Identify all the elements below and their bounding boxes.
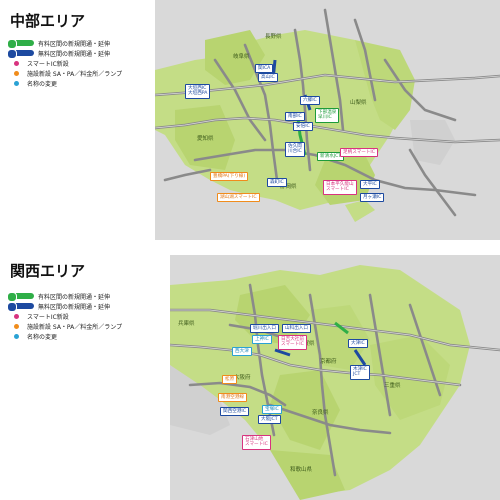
ic-label: 六郷IC [300, 96, 320, 106]
ic-label: 佐久間 川合IC [285, 142, 305, 157]
pref-osaka: 大阪府 [234, 375, 251, 381]
pref-shizuoka: 静岡県 [280, 184, 297, 190]
legend-row-facility: 施設新設 SA・PA／料金所／ランプ [8, 321, 146, 331]
legend-row-rename: 名称の変更 [8, 78, 146, 88]
legend-label: 施設新設 SA・PA／料金所／ランプ [27, 323, 123, 331]
legend-label: スマートIC新設 [27, 60, 69, 68]
legend-row-smart-ic: スマートIC新設 [8, 311, 146, 321]
legend-label: 有料区間の新規開通・延伸 [38, 293, 111, 301]
ic-label: 大平IC [360, 180, 380, 190]
ic-label: 南港空港線 [218, 393, 247, 403]
legend-label: スマートIC新設 [27, 313, 69, 321]
orange-dot-icon [14, 323, 19, 329]
pink-dot-icon [14, 313, 19, 319]
ic-label: 月ヶ瀬IC [360, 193, 385, 203]
pref-yamanashi: 山梨県 [350, 100, 367, 106]
pref-nagano: 長野県 [265, 34, 282, 40]
pref-aichi: 愛知県 [197, 136, 214, 142]
ic-label: 大津IC [348, 339, 368, 349]
kansai-map-svg [170, 255, 500, 500]
ic-label: 宝塚IC [262, 405, 282, 415]
ic-label: 石津山地 スマートIC [242, 435, 271, 450]
pref-hyogo: 兵庫県 [178, 321, 195, 327]
chubu-map: 長野県 岐阜県 山梨県 愛知県 静岡県 大垣西IC 大垣西PA 関ICA 高山I… [155, 0, 500, 240]
ic-label: 関西空港IC [220, 407, 249, 417]
green-line-icon [7, 39, 34, 49]
ic-label: 大阪JCT [258, 415, 281, 425]
chubu-legend: 有料区間の新規開通・延伸 無料区間の新規開通・延伸 スマートIC新設 施設新設 … [7, 38, 146, 88]
green-line-icon [7, 292, 34, 302]
legend-row-rename: 名称の変更 [8, 331, 146, 341]
blue-line-icon [7, 302, 34, 312]
ic-label: 湖山湖スマートIC [217, 193, 260, 203]
pref-gifu: 岐阜県 [233, 54, 250, 60]
chubu-map-svg [155, 0, 500, 240]
legend-row-facility: 施設新設 SA・PA／料金所／ランプ [8, 68, 146, 78]
ic-label: 安倍IC [293, 122, 313, 132]
chubu-title: 中部エリア [10, 12, 86, 30]
blue-line-icon [7, 49, 34, 59]
legend-label: 有料区間の新規開通・延伸 [38, 40, 111, 48]
legend-label: 施設新設 SA・PA／料金所／ランプ [27, 70, 123, 78]
ic-label: 豊橋PA(下り線) [210, 172, 249, 182]
ic-label: 山科出入口 [282, 324, 311, 334]
ic-label: 高山IC [258, 73, 278, 83]
legend-row-toll: 有料区間の新規開通・延伸 [7, 291, 146, 302]
ic-label: 上神IC [252, 335, 272, 345]
pref-wakayama: 和歌山県 [290, 467, 313, 473]
legend-label: 名称の変更 [27, 80, 58, 88]
ic-label: 南部IC [285, 112, 305, 122]
pref-kyoto: 京都府 [320, 359, 337, 365]
kansai-legend: 有料区間の新規開通・延伸 無料区間の新規開通・延伸 スマートIC新設 施設新設 … [7, 291, 146, 341]
cyan-dot-icon [14, 333, 19, 339]
ic-label: 木津IC JCT [350, 365, 370, 380]
kansai-title: 関西エリア [10, 262, 86, 280]
ic-label: 堀川出入口 [250, 324, 279, 334]
ic-label: 足柄スマートIC [340, 148, 378, 158]
pref-nara: 奈良県 [312, 410, 329, 416]
legend-row-free: 無料区間の新規開通・延伸 [7, 48, 146, 59]
legend-row-toll: 有料区間の新規開通・延伸 [7, 38, 146, 49]
pref-mie: 三重県 [384, 383, 401, 389]
ic-label: 西大津 [232, 347, 252, 357]
legend-label: 無料区間の新規開通・延伸 [38, 303, 111, 311]
ic-label: 大垣西IC 大垣西PA [185, 84, 211, 99]
legend-row-smart-ic: スマートIC新設 [8, 58, 146, 68]
legend-label: 無料区間の新規開通・延伸 [38, 50, 111, 58]
ic-label: 松原 [222, 375, 238, 385]
ic-label: 下部温泉 早川IC [315, 108, 340, 123]
cyan-dot-icon [14, 80, 19, 86]
ic-label: 日本平久能山 スマートIC [323, 180, 357, 195]
kansai-map: 兵庫県 滋賀県 京都府 大阪府 三重県 奈良県 和歌山県 堀川出入口 山科出入口… [170, 255, 500, 500]
legend-row-free: 無料区間の新規開通・延伸 [7, 301, 146, 312]
ic-label: 日吉大社前 スマートIC [278, 335, 307, 350]
ic-label: 森町IC [267, 178, 287, 188]
ic-label: 関ICA [255, 64, 274, 74]
pink-dot-icon [14, 60, 19, 66]
orange-dot-icon [14, 70, 19, 76]
legend-label: 名称の変更 [27, 333, 58, 341]
